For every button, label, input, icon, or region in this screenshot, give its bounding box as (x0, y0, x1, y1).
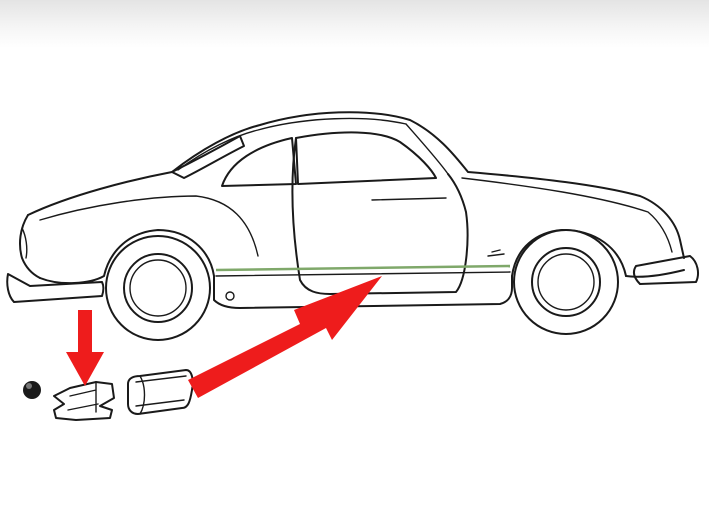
door-outline (291, 137, 469, 295)
trim-molding-piece (127, 369, 194, 415)
trim-strip (215, 264, 511, 272)
front-nose (19, 214, 41, 279)
door-handle-line (371, 197, 447, 201)
rear-side-window (295, 131, 437, 185)
arrow-down-icon (66, 310, 104, 386)
arrow-diagonal-icon (188, 276, 382, 398)
rear-tail (625, 269, 685, 278)
emblem (487, 249, 505, 257)
car-body (6, 111, 699, 309)
front-wheel (105, 235, 211, 341)
body-outline (27, 111, 685, 259)
rear-pillar (405, 123, 449, 175)
front-bumper (6, 273, 105, 303)
rocker-panel (213, 275, 513, 309)
roof-bead (177, 117, 407, 171)
top-shadow (0, 0, 709, 48)
rear-bumper (632, 255, 699, 285)
jack-point (225, 291, 235, 301)
rear-fender-line (461, 177, 673, 253)
headlight (21, 227, 28, 259)
front-fender-line (39, 195, 259, 257)
door-window (221, 137, 297, 187)
trim-strip-edge (215, 271, 511, 277)
windshield (171, 135, 245, 179)
trim-clip (53, 381, 115, 421)
grommet (23, 381, 41, 399)
rear-wheel (513, 229, 619, 335)
